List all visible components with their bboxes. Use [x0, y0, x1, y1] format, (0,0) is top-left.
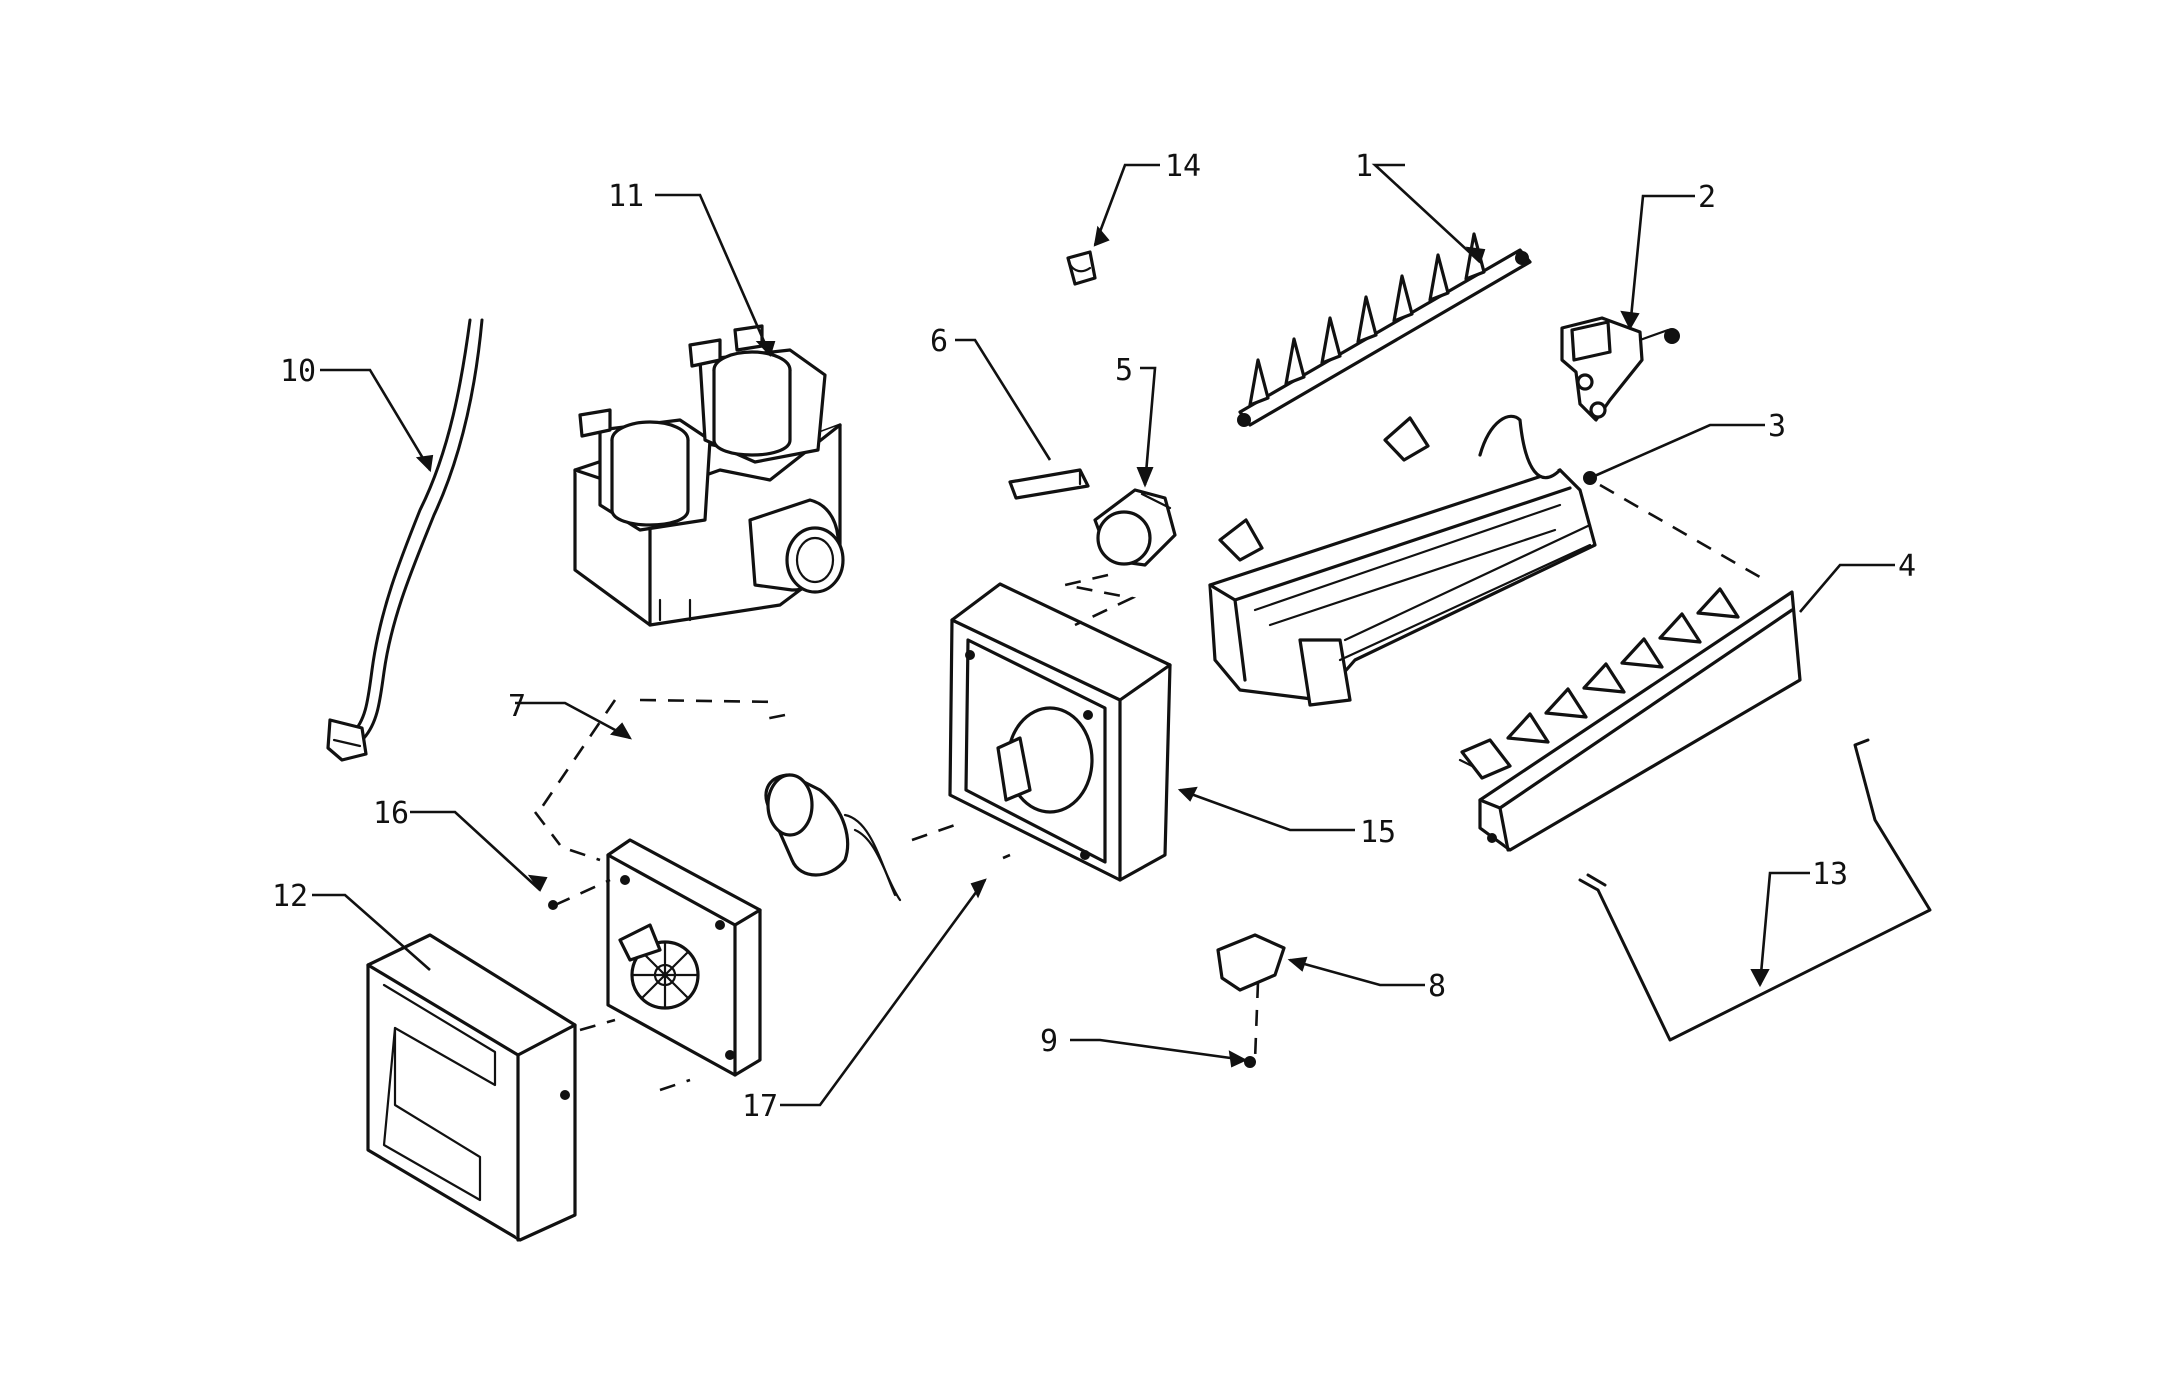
part-10-wire-harness: [326, 318, 484, 762]
part-4-stripper-cover: [1458, 587, 1802, 852]
part-8-bracket: [1216, 933, 1286, 992]
part-2-bearing-bracket: [1560, 316, 1680, 422]
callout-17: 17: [742, 1089, 778, 1124]
callout-11: 11: [608, 179, 644, 214]
part-9-screw: [1244, 1056, 1256, 1068]
callout-10: 10: [280, 354, 316, 389]
part-13-shutoff-arm: [1578, 738, 1932, 1042]
callout-15: 15: [1360, 815, 1396, 850]
callout-4: 4: [1898, 549, 1916, 584]
callout-7: 7: [508, 689, 526, 724]
callout-1: 1: [1355, 149, 1373, 184]
callout-9: 9: [1040, 1024, 1058, 1059]
part-15-housing: [948, 582, 1172, 882]
leader-lines: [312, 163, 1895, 1107]
callout-8: 8: [1428, 969, 1446, 1004]
callout-5: 5: [1115, 353, 1133, 388]
callout-6: 6: [930, 324, 948, 359]
part-6-strip: [1008, 468, 1090, 500]
callout-14: 14: [1165, 149, 1201, 184]
part-14-clip: [1066, 250, 1097, 286]
part-5-motor: [1093, 488, 1177, 567]
callout-12: 12: [272, 879, 308, 914]
part-11-water-valve: [573, 324, 845, 627]
part-16-motor-plate: [548, 838, 762, 1100]
part-3-mold: [1208, 414, 1597, 707]
callout-3: 3: [1768, 409, 1786, 444]
callout-16: 16: [373, 796, 409, 831]
part-12-front-cover: [366, 933, 577, 1242]
callout-labels: 1 2 3 4 5 6 7 8 9 10 11 12 13 14 15 16 1…: [272, 149, 1916, 1124]
part-1-ejector: [1237, 232, 1532, 427]
assembly-lines: [533, 483, 1766, 1092]
callout-13: 13: [1812, 857, 1848, 892]
part-drive-motor: [764, 773, 902, 902]
callout-2: 2: [1698, 180, 1716, 215]
